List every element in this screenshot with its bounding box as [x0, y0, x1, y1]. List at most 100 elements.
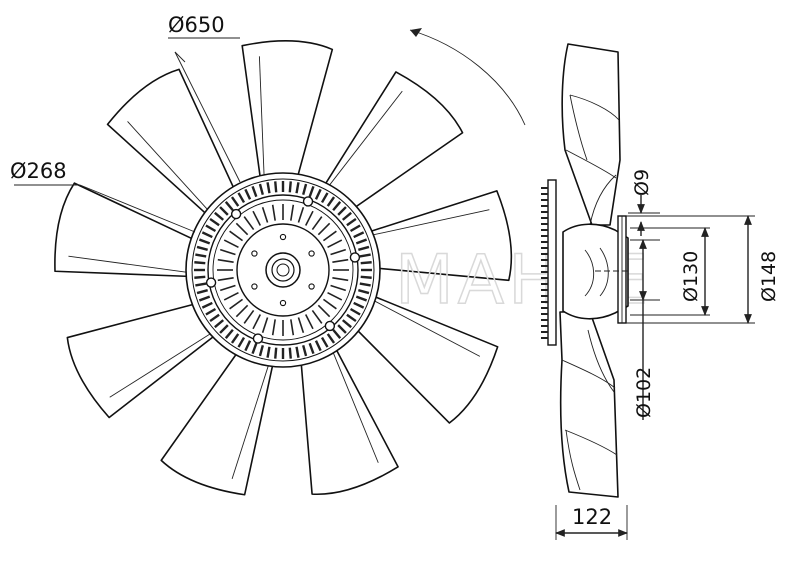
dim-depth: 122: [572, 505, 612, 529]
fin-line: [251, 185, 258, 198]
fin-line: [346, 313, 357, 323]
inner-fin-line: [261, 317, 269, 334]
fan-blade: [66, 302, 221, 419]
inner-fin-line: [332, 258, 349, 263]
fin-line: [205, 307, 217, 316]
fin-line: [326, 333, 336, 344]
fin-line: [198, 295, 211, 302]
inner-fin-line: [317, 222, 331, 236]
fin-line: [194, 275, 206, 279]
inner-fin-line: [297, 206, 305, 223]
fin-line: [237, 336, 246, 348]
blade-rib: [231, 363, 270, 480]
inner-fin-line: [304, 210, 314, 226]
fin-line: [359, 253, 371, 258]
dim-148: Ø148: [758, 251, 780, 302]
fan-blade: [299, 341, 399, 496]
fin-line: [214, 319, 225, 329]
inner-fin-line: [327, 291, 343, 301]
fin-line: [314, 188, 322, 200]
fin-line: [355, 238, 368, 245]
fin-line: [244, 188, 252, 200]
fin-line: [349, 224, 361, 233]
inner-fin-line: [332, 277, 349, 282]
fin-line: [237, 192, 246, 204]
fin-line: [320, 192, 329, 204]
fin-line: [295, 182, 300, 194]
inner-fin-line: [311, 216, 323, 231]
inner-fin-line: [243, 216, 255, 231]
blade-rib: [332, 350, 379, 463]
inner-fin-line: [235, 222, 249, 236]
fin-line: [251, 342, 258, 355]
blade-rib: [371, 209, 490, 236]
fin-line: [355, 295, 368, 302]
fin-line: [332, 201, 342, 212]
inner-fin-line: [330, 284, 347, 292]
inner-fin-line: [297, 317, 305, 334]
inner-fin-line: [330, 248, 347, 256]
inner-fin-line: [271, 319, 276, 336]
fin-line: [195, 282, 207, 287]
cooling-fins: [194, 181, 372, 359]
screw: [251, 250, 258, 257]
inner-fin-line: [229, 230, 244, 242]
fin-line: [358, 245, 370, 251]
fan-blade: [160, 348, 276, 496]
rotation-arrow: [409, 29, 526, 126]
fin-line: [274, 347, 278, 359]
inner-fin-line: [223, 239, 239, 249]
fin-line: [353, 301, 365, 309]
fin-line: [224, 201, 234, 212]
fan-blade: [320, 71, 464, 212]
fin-line: [244, 340, 252, 352]
inner-fin-line: [290, 319, 295, 336]
fan-blades: [54, 40, 513, 496]
fin-line: [295, 346, 300, 358]
fin-line: [308, 342, 315, 355]
fin-line: [341, 319, 352, 329]
inner-fin-line: [219, 284, 236, 292]
inner-fin-line: [217, 277, 234, 282]
fin-line: [288, 347, 292, 359]
fin-line: [196, 289, 208, 295]
blade-rib: [328, 90, 403, 187]
fin-line: [198, 238, 211, 245]
fin-line: [266, 182, 271, 194]
dim-outer-diameter: Ø650: [168, 13, 225, 37]
fin-line: [194, 261, 206, 265]
screw: [279, 299, 287, 307]
inner-fin-line: [261, 206, 269, 223]
fin-line: [230, 333, 240, 344]
fin-line: [326, 196, 336, 207]
fin-line: [219, 206, 229, 216]
inner-fin-line: [322, 298, 337, 310]
inner-fin-line: [271, 204, 276, 221]
inner-fin-line: [304, 314, 314, 330]
fin-line: [360, 275, 372, 279]
blade-rib: [372, 299, 481, 357]
screw: [308, 250, 315, 257]
hub-screws: [251, 233, 315, 307]
fin-line: [196, 245, 208, 251]
fin-line: [195, 253, 207, 258]
fin-line: [358, 289, 370, 295]
fin-line: [288, 181, 292, 193]
dim-hub-diameter: Ø268: [10, 159, 67, 183]
fin-line: [209, 313, 220, 323]
fin-line: [266, 346, 271, 358]
blade-rib: [258, 56, 265, 177]
fin-line: [353, 231, 365, 239]
side-hub-fins: [541, 187, 548, 339]
bolt: [230, 208, 242, 220]
side-hub-plate: [547, 179, 557, 346]
inner-fin-line: [290, 204, 295, 221]
dim-102: Ø102: [633, 367, 655, 418]
front-view: MAHLE Ø650 Ø268: [10, 13, 649, 496]
inner-fin-line: [311, 309, 323, 324]
fin-line: [346, 217, 357, 227]
hub: [185, 172, 381, 368]
bolt: [324, 320, 336, 332]
fin-line: [209, 217, 220, 227]
